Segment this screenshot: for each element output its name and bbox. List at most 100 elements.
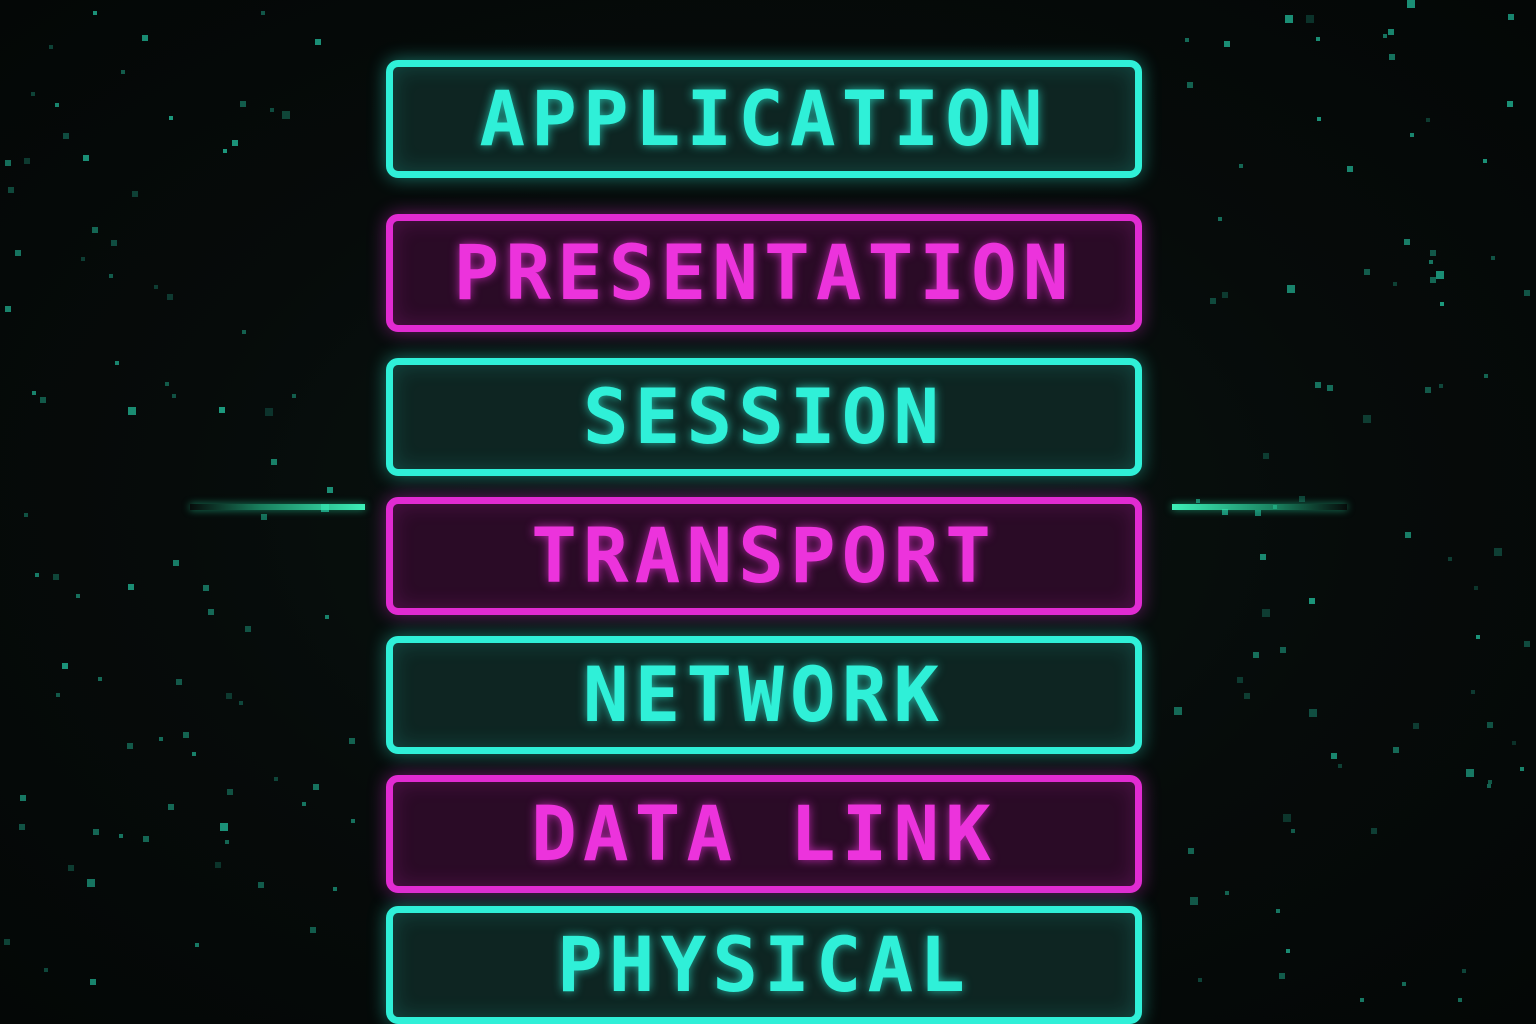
star-dot [56, 693, 60, 697]
star-dot [1410, 133, 1414, 137]
star-dot [1237, 677, 1243, 683]
star-dot [1218, 217, 1222, 221]
star-dot [132, 191, 138, 197]
star-dot [128, 584, 134, 590]
star-dot [1190, 897, 1198, 905]
star-dot [1440, 302, 1444, 306]
star-dot [1393, 282, 1397, 286]
star-dot [172, 394, 176, 398]
star-dot [261, 514, 267, 520]
star-dot [154, 285, 158, 289]
star-dot [1520, 767, 1524, 771]
layer-label: NETWORK [582, 650, 946, 739]
star-dot [1524, 641, 1530, 647]
star-dot [1224, 41, 1230, 47]
star-dot [35, 573, 39, 577]
star-dot [24, 513, 28, 517]
star-dot [1426, 118, 1430, 122]
star-dot [208, 609, 214, 615]
star-dot [271, 459, 277, 465]
star-dot [1466, 769, 1474, 777]
star-dot [292, 394, 296, 398]
star-dot [1338, 764, 1342, 768]
star-dot [1405, 532, 1411, 538]
star-dot [119, 834, 123, 838]
star-dot [115, 361, 119, 365]
star-dot [98, 677, 102, 681]
right-divider-line [1172, 504, 1347, 510]
layer-presentation: PRESENTATION [386, 214, 1142, 332]
layer-label: PRESENTATION [453, 228, 1075, 317]
star-dot [1299, 496, 1305, 502]
star-dot [1487, 722, 1493, 728]
star-dot [1174, 707, 1182, 715]
star-dot [225, 840, 229, 844]
star-dot [1239, 164, 1243, 168]
star-dot [239, 701, 243, 705]
star-dot [258, 882, 264, 888]
layer-label: PHYSICAL [556, 920, 972, 1009]
star-dot [349, 738, 355, 744]
star-dot [1285, 15, 1293, 23]
star-dot [333, 887, 337, 891]
star-dot [261, 11, 265, 15]
star-dot [1263, 453, 1269, 459]
star-dot [109, 274, 113, 278]
star-dot [1512, 741, 1516, 745]
star-dot [1327, 385, 1333, 391]
star-dot [1458, 998, 1462, 1002]
star-dot [1507, 101, 1513, 107]
star-dot [111, 240, 117, 246]
star-dot [159, 737, 163, 741]
star-dot [1462, 969, 1466, 973]
star-dot [1491, 256, 1495, 260]
osi-layer-stack: APPLICATION PRESENTATION SESSION TRANSPO… [386, 0, 1142, 1024]
star-dot [1291, 829, 1295, 833]
star-dot [1476, 635, 1480, 639]
layer-application: APPLICATION [386, 60, 1142, 178]
star-dot [1316, 37, 1320, 41]
star-dot [173, 560, 179, 566]
star-dot [87, 879, 95, 887]
star-dot [1262, 609, 1270, 617]
star-dot [62, 663, 68, 669]
star-dot [274, 777, 278, 781]
left-divider-line [190, 504, 365, 510]
star-dot [223, 149, 227, 153]
star-dot [1280, 647, 1286, 653]
star-dot [1210, 298, 1216, 304]
star-dot [1244, 693, 1250, 699]
star-dot [1276, 909, 1280, 913]
star-dot [1494, 548, 1502, 556]
star-dot [1198, 978, 1202, 982]
star-dot [1360, 998, 1364, 1002]
star-dot [93, 829, 99, 835]
star-dot [245, 626, 251, 632]
star-dot [1483, 159, 1487, 163]
star-dot [1488, 780, 1492, 784]
star-dot [127, 743, 133, 749]
star-dot [19, 824, 25, 830]
star-dot [226, 693, 232, 699]
layer-data-link: DATA LINK [386, 775, 1142, 893]
star-dot [4, 939, 10, 945]
star-dot [167, 294, 173, 300]
star-dot [76, 594, 80, 598]
star-dot [1448, 557, 1452, 561]
star-dot [1439, 384, 1443, 388]
star-dot [8, 187, 14, 193]
star-dot [1260, 554, 1266, 560]
star-dot [351, 819, 355, 823]
star-dot [270, 108, 274, 112]
star-dot [31, 92, 35, 96]
star-dot [1429, 260, 1433, 264]
star-dot [1389, 54, 1395, 60]
layer-network: NETWORK [386, 636, 1142, 754]
star-dot [1188, 848, 1194, 854]
star-dot [313, 784, 319, 790]
star-dot [282, 111, 290, 119]
star-dot [40, 397, 46, 403]
star-dot [83, 155, 89, 161]
star-dot [53, 574, 59, 580]
star-dot [1407, 0, 1415, 8]
